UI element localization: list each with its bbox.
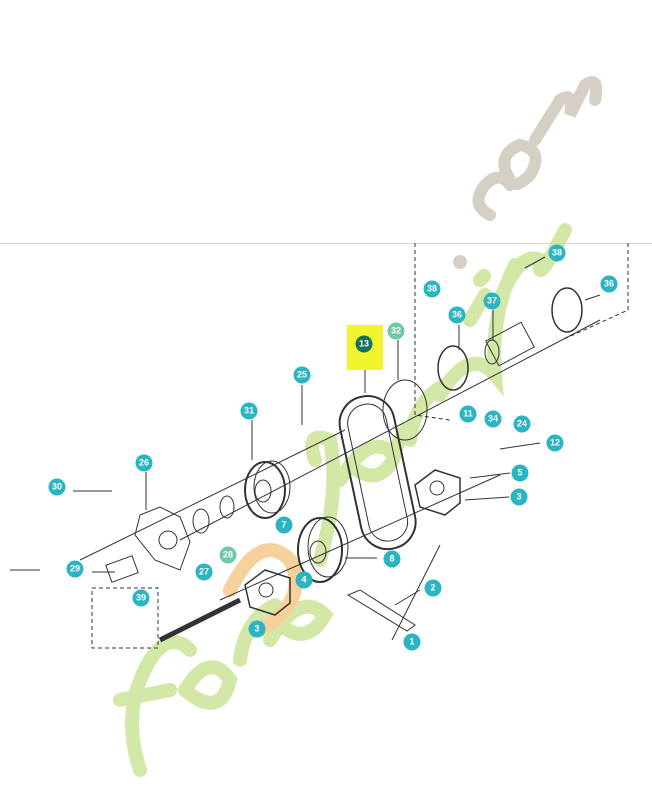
callout-27[interactable]: 27 [195,563,213,581]
callout-4[interactable]: 4 [295,571,313,589]
callout-8[interactable]: 8 [383,550,401,568]
callout-24[interactable]: 24 [513,415,531,433]
callout-13-highlighted[interactable]: 13 [355,335,373,353]
callout-39[interactable]: 39 [132,589,150,607]
callout-37[interactable]: 37 [483,292,501,310]
callout-36[interactable]: 36 [448,306,466,324]
callout-36[interactable]: 36 [600,275,618,293]
callout-3[interactable]: 3 [510,488,528,506]
callout-30[interactable]: 30 [48,478,66,496]
callout-32[interactable]: 32 [387,322,405,340]
callout-29[interactable]: 29 [66,560,84,578]
callout-26[interactable]: 26 [135,454,153,472]
callout-31[interactable]: 31 [240,402,258,420]
callout-38[interactable]: 38 [548,244,566,262]
callout-28[interactable]: 28 [219,546,237,564]
callout-1[interactable]: 1 [403,633,421,651]
callout-2[interactable]: 2 [424,579,442,597]
callout-3[interactable]: 3 [248,620,266,638]
diagram-lines [10,243,629,649]
callout-38[interactable]: 38 [423,280,441,298]
callout-11[interactable]: 11 [459,405,477,423]
callout-25[interactable]: 25 [293,366,311,384]
callout-12[interactable]: 12 [546,434,564,452]
callout-7[interactable]: 7 [275,516,293,534]
callout-5[interactable]: 5 [511,464,529,482]
callout-34[interactable]: 34 [484,410,502,428]
top-divider [0,243,652,244]
